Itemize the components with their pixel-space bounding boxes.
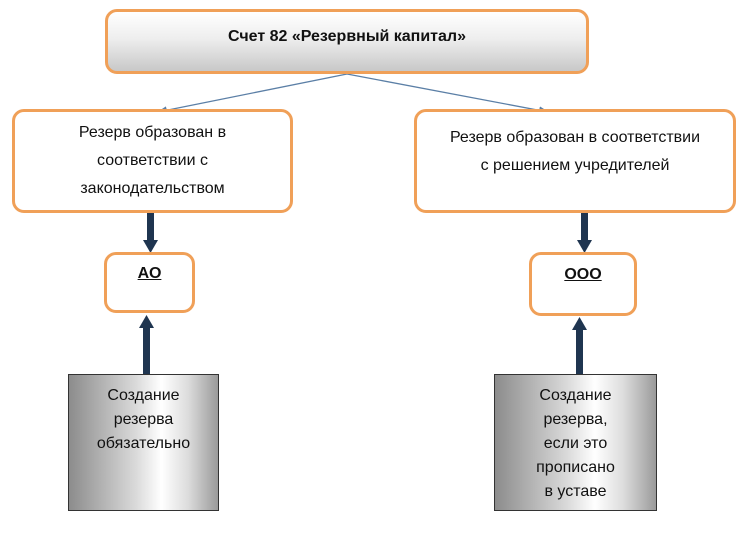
ao-note-box: Создание резерва обязательно (68, 374, 219, 511)
arrow-left-note-to-ao (139, 315, 154, 374)
ooo-note-text: Создание резерва, если это прописано в у… (536, 387, 615, 500)
arrow-title-to-right (346, 73, 549, 115)
arrow-left-reserve-to-ao (143, 212, 158, 253)
arrow-right-reserve-to-ooo (577, 212, 592, 253)
founders-reserve-box: Резерв образован в соответствии с решени… (414, 109, 736, 213)
ao-box: АО (104, 252, 195, 313)
account-title-box: Счет 82 «Резервный капитал» (105, 9, 589, 74)
ao-label: АО (137, 264, 162, 282)
ooo-note-box: Создание резерва, если это прописано в у… (494, 374, 657, 511)
legal-reserve-box: Резерв образован в соответствии с законо… (12, 109, 293, 213)
ao-note-text: Создание резерва обязательно (96, 387, 191, 452)
account-title: Счет 82 «Резервный капитал» (228, 27, 466, 45)
arrow-right-note-to-ooo (572, 317, 587, 374)
founders-reserve-text: Резерв образован в соответствии с решени… (449, 129, 701, 174)
legal-reserve-text: Резерв образован в соответствии с законо… (78, 124, 227, 197)
ooo-box: ООО (529, 252, 637, 316)
ooo-label: ООО (564, 266, 602, 283)
arrow-title-to-left (157, 73, 348, 115)
